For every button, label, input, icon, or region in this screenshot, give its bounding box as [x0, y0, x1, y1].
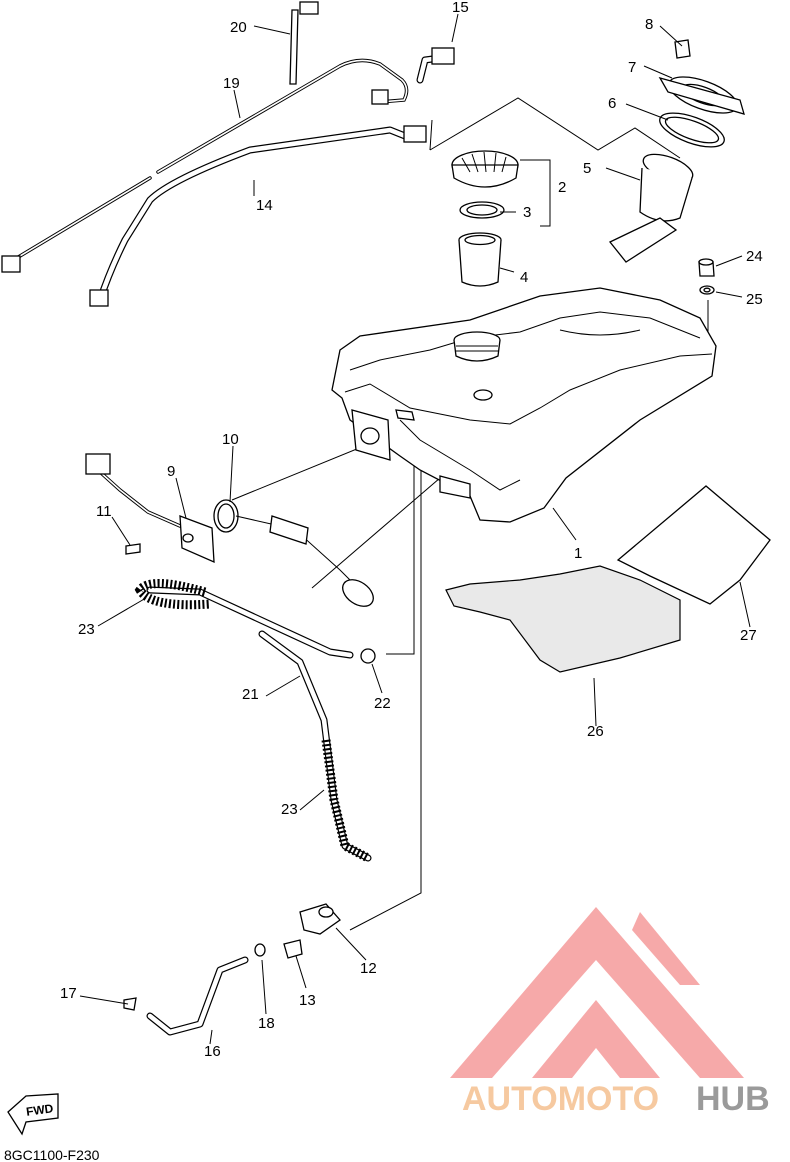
- reference-lines: [231, 97, 709, 931]
- clip-22: [360, 648, 376, 664]
- callout-10: 10: [222, 431, 239, 448]
- callout-11: 11: [96, 503, 112, 520]
- hose-clip-15: [431, 47, 455, 65]
- fuel-cap-assembly: [451, 150, 519, 287]
- callout-15: 15: [452, 0, 469, 16]
- cable-tie: [289, 9, 299, 85]
- cable-tie-head: [299, 1, 319, 15]
- callout-27: 27: [740, 627, 757, 644]
- wire-harness: [1, 1, 409, 273]
- sender-connector: [85, 453, 111, 475]
- callout-22: 22: [374, 695, 391, 712]
- callout-25: 25: [746, 291, 763, 308]
- fuel-sender: [85, 453, 374, 607]
- harness-connector-right: [371, 89, 389, 105]
- callout-6: 6: [608, 95, 616, 112]
- callout-12: 12: [360, 960, 377, 977]
- fwd-label: FWD: [25, 1101, 54, 1119]
- callout-1: 1: [574, 545, 582, 562]
- watermark-brand-part2: HUB: [696, 1080, 770, 1118]
- breather-hose-end: [89, 289, 109, 307]
- fuel-cock-assembly: [123, 903, 341, 1036]
- callout-18: 18: [258, 1015, 275, 1032]
- diagram-code: 8GC1100-F230: [4, 1147, 100, 1162]
- watermark-logo: [450, 907, 744, 1078]
- heat-shields: [445, 485, 771, 673]
- callout-23a: 23: [78, 621, 95, 638]
- callout-4: 4: [520, 269, 528, 286]
- callout-5: 5: [583, 160, 591, 177]
- fuel-tank: [331, 287, 717, 523]
- callout-20: 20: [230, 19, 247, 36]
- callout-9: 9: [167, 463, 175, 480]
- callout-14: 14: [256, 197, 273, 214]
- callout-23b: 23: [281, 801, 298, 818]
- clip-18: [254, 943, 266, 957]
- callout-24: 24: [746, 248, 763, 265]
- fwd-arrow: FWD: [7, 1093, 59, 1136]
- callout-19: 19: [223, 75, 240, 92]
- grommet-and-washer: [698, 258, 715, 295]
- leader-lines: [79, 13, 751, 1045]
- callout-26: 26: [587, 723, 604, 740]
- callout-8: 8: [645, 16, 653, 33]
- harness-connector-left: [1, 255, 21, 273]
- callout-2: 2: [558, 179, 566, 196]
- clip-17: [123, 997, 137, 1011]
- callouts: 1 2 3 4 5 6 7 8 9 10 11 12 13 14 15 16 1…: [60, 0, 763, 1060]
- callout-21: 21: [242, 686, 259, 703]
- callout-3: 3: [523, 204, 531, 221]
- callout-13: 13: [299, 992, 316, 1009]
- breather-hose: [89, 47, 455, 307]
- breather-valve: [403, 125, 427, 143]
- hose-21: [134, 578, 376, 862]
- watermark-brand-part1: AUTOMOTO: [462, 1080, 659, 1118]
- fuel-pump-assembly: [608, 39, 745, 263]
- callout-16: 16: [204, 1043, 221, 1060]
- callout-17: 17: [60, 985, 77, 1002]
- callout-7: 7: [628, 59, 636, 76]
